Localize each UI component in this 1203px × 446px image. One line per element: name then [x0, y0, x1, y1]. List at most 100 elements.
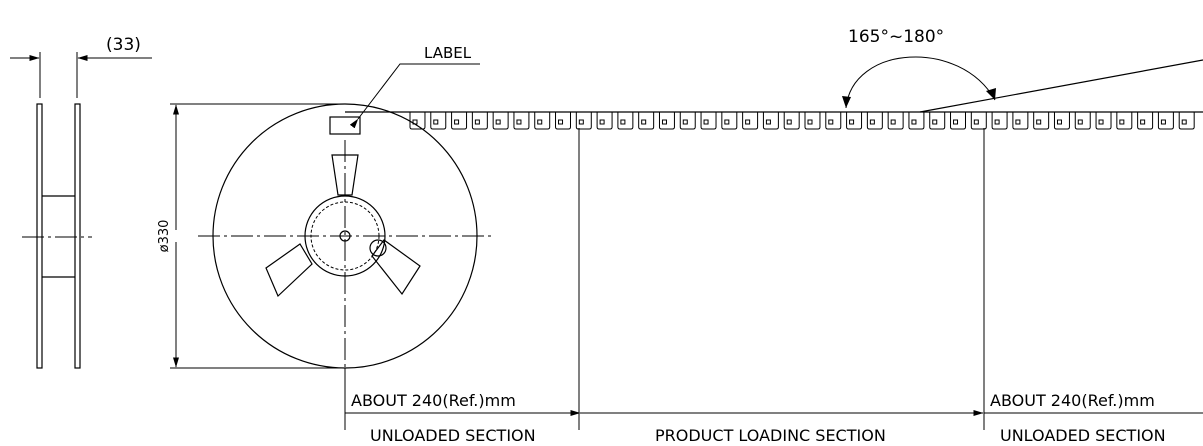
left-length-label: ABOUT 240(Ref.)mm: [351, 391, 516, 410]
tape-pocket: [762, 112, 779, 130]
tape-pocket: [534, 112, 551, 130]
tape-pocket: [700, 112, 717, 130]
tape-pocket-component: [474, 119, 480, 125]
tape-pocket: [866, 112, 883, 130]
tape-pocket-component: [558, 119, 564, 125]
tape-pocket-component: [932, 119, 938, 125]
tape-pocket-component: [1036, 119, 1042, 125]
tape-pocket: [575, 112, 592, 130]
tape-pocket-component: [1119, 119, 1125, 125]
tape-pocket: [1116, 112, 1133, 130]
reel-flange-left: [36, 103, 43, 369]
right-length-label: ABOUT 240(Ref.)mm: [990, 391, 1155, 410]
tape-pocket-component: [1077, 119, 1083, 125]
tape-pocket-component: [433, 119, 439, 125]
tape-pocket: [929, 112, 946, 130]
tape-pocket: [471, 112, 488, 130]
tape-pocket-component: [745, 119, 751, 125]
tape-pocket-component: [724, 119, 730, 125]
tape-pocket: [1095, 112, 1112, 130]
tape-pocket-component: [1056, 119, 1062, 125]
tape-pocket-component: [786, 119, 792, 125]
section-dimensions: ABOUT 240(Ref.)mm UNLOADED SECTION PRODU…: [344, 128, 1203, 445]
tape-pocket: [409, 112, 426, 130]
side-width-dimension: (33): [106, 35, 141, 55]
tape-pocket-component: [765, 119, 771, 125]
peel-angle: 165°~180°: [842, 27, 996, 109]
tape-pocket-component: [703, 119, 709, 125]
tape-pocket-component: [1140, 119, 1146, 125]
tape-pocket: [1053, 112, 1070, 130]
tape-pocket-component: [537, 119, 543, 125]
tape-pocket-component: [516, 119, 522, 125]
cover-tape-peel-line: [919, 59, 1203, 113]
tape-pocket: [804, 112, 821, 130]
tape-pocket-component: [869, 119, 875, 125]
peel-angle-label: 165°~180°: [848, 27, 944, 47]
tape-pocket: [783, 112, 800, 130]
tape-pocket-component: [599, 119, 605, 125]
reel-flange-right: [74, 103, 81, 369]
tape-pocket: [596, 112, 613, 130]
tape-pocket-component: [973, 119, 979, 125]
tape-pocket: [721, 112, 738, 130]
tape-pocket-component: [890, 119, 896, 125]
tape-pocket-component: [911, 119, 917, 125]
middle-section-label: PRODUCT LOADINC SECTION: [655, 426, 886, 445]
tape-pocket: [513, 112, 530, 130]
peel-angle-arrow-left: [842, 96, 851, 108]
tape-pocket: [492, 112, 509, 130]
tape-pocket-component: [620, 119, 626, 125]
tape-pocket: [1178, 112, 1195, 130]
tape-pockets: [409, 112, 1195, 130]
label-leader: [349, 63, 480, 129]
tape-pocket: [451, 112, 468, 130]
right-section-label: UNLOADED SECTION: [1000, 426, 1166, 445]
tape-pocket: [638, 112, 655, 130]
tape-pocket-component: [454, 119, 460, 125]
carrier-tape: [345, 59, 1203, 130]
tape-pocket: [991, 112, 1008, 130]
tape-pocket: [970, 112, 987, 130]
tape-pocket: [1157, 112, 1174, 130]
tape-pocket-component: [807, 119, 813, 125]
tape-pocket-component: [682, 119, 688, 125]
left-section-label: UNLOADED SECTION: [370, 426, 536, 445]
diameter-dimension: ø330: [157, 220, 172, 253]
tape-pocket: [1033, 112, 1050, 130]
reel-spoke-top: [331, 154, 359, 196]
peel-angle-arrow-right: [986, 88, 996, 100]
tape-pocket-component: [412, 119, 418, 125]
tape-pocket: [825, 112, 842, 130]
tape-pocket-component: [1098, 119, 1104, 125]
tape-pocket: [430, 112, 447, 130]
label-callout: LABEL: [424, 44, 472, 62]
tape-pocket: [679, 112, 696, 130]
tape-pocket-component: [641, 119, 647, 125]
tape-pocket: [1012, 112, 1029, 130]
reel-spoke-right: [371, 239, 421, 296]
tape-pocket-component: [495, 119, 501, 125]
tape-pocket-component: [1181, 119, 1187, 125]
tape-pocket: [1074, 112, 1091, 130]
reel-front-view: LABEL ø330: [157, 44, 492, 382]
reel-side-view: (33): [10, 35, 152, 369]
tape-pocket: [617, 112, 634, 130]
label-box: [329, 116, 361, 135]
tape-pocket-component: [661, 119, 667, 125]
tape-pocket: [846, 112, 863, 130]
tape-pocket: [658, 112, 675, 130]
peel-angle-arc: [845, 56, 996, 109]
tape-pocket-component: [1015, 119, 1021, 125]
tape-pocket: [1137, 112, 1154, 130]
tape-pocket: [742, 112, 759, 130]
tape-pocket: [950, 112, 966, 130]
reel-drive-notch: [369, 239, 387, 257]
tape-pocket-component: [849, 119, 855, 125]
tape-pocket-component: [953, 119, 959, 125]
tape-pocket: [887, 112, 904, 130]
tape-pocket-component: [828, 119, 834, 125]
reel-spoke-left: [265, 243, 313, 298]
